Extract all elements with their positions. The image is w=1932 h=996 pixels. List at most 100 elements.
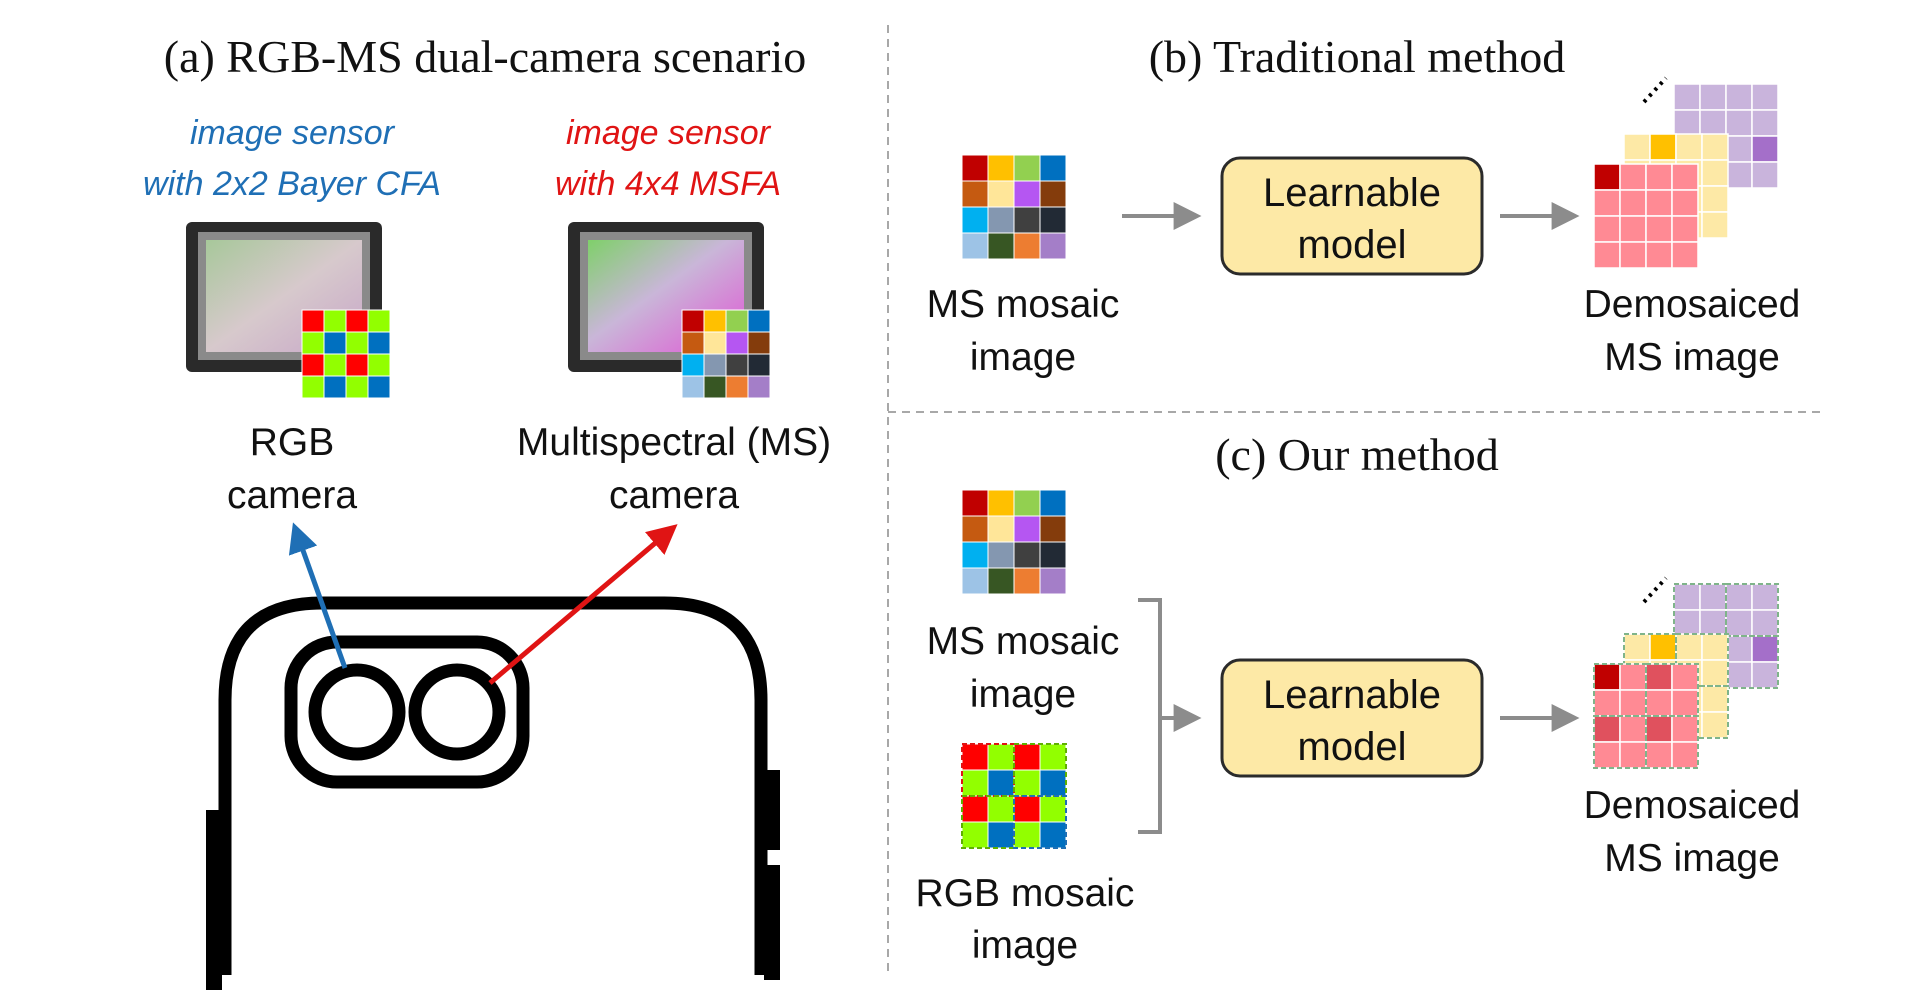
msfa-cell — [961, 541, 989, 569]
band-pixel — [1751, 109, 1779, 137]
band-pixel — [1701, 133, 1729, 161]
demosaiced-ms-stack — [1593, 76, 1779, 269]
msfa-cell — [961, 567, 989, 595]
band-pixel — [1725, 583, 1753, 611]
model-label-line1: Learnable — [1263, 673, 1441, 717]
rgb-sensor-label-line2: with 2x2 Bayer CFA — [143, 165, 441, 203]
band-pixel — [1725, 661, 1753, 689]
band-pixel — [1619, 241, 1647, 269]
msfa-cell — [987, 541, 1015, 569]
msfa-cell — [725, 331, 749, 355]
band-pixel — [1671, 689, 1699, 717]
ms-mosaic-label-line2: image — [970, 673, 1076, 716]
bayer-cell — [987, 769, 1015, 797]
band-pixel — [1619, 663, 1647, 691]
rgb-sensor-label-line1: image sensor — [190, 114, 396, 152]
msfa-cell — [747, 353, 771, 377]
band-pixel — [1593, 163, 1621, 191]
band-pixel — [1675, 133, 1703, 161]
band-pixel — [1699, 583, 1727, 611]
band-pixel — [1751, 83, 1779, 111]
msfa-cell — [1013, 541, 1041, 569]
band-pixel — [1673, 109, 1701, 137]
msfa-cell — [747, 309, 771, 333]
ms-camera-label-line2: camera — [609, 474, 739, 517]
msfa-cell — [961, 232, 989, 260]
band-pixel — [1593, 215, 1621, 243]
bayer-cell — [1039, 769, 1067, 797]
bayer-cell — [1039, 821, 1067, 849]
bayer-cfa-pattern — [301, 309, 391, 399]
band-pixel — [1619, 163, 1647, 191]
band-pixel — [1645, 241, 1673, 269]
band-pixel — [1645, 689, 1673, 717]
bayer-cell — [961, 769, 989, 797]
bayer-cell — [961, 821, 989, 849]
band-pixel — [1671, 189, 1699, 217]
phone-side-button-right-bottom — [764, 865, 780, 980]
rgb-camera-label-line2: camera — [227, 474, 357, 517]
bayer-cell — [323, 353, 347, 377]
msfa-cell — [1013, 154, 1041, 182]
msfa-cell — [681, 375, 705, 399]
band-pixel — [1725, 609, 1753, 637]
bayer-cell — [1013, 743, 1041, 771]
demosaiced-label-line2: MS image — [1604, 336, 1780, 379]
bayer-cell — [367, 375, 391, 399]
ms-mosaic-label-line1: MS mosaic — [927, 620, 1120, 663]
rgb-camera-label-line1: RGB — [250, 421, 335, 464]
band-pixel — [1725, 161, 1753, 189]
band-pixel — [1751, 635, 1779, 663]
bayer-cell — [301, 331, 325, 355]
msfa-cell — [681, 309, 705, 333]
bayer-cell — [1039, 795, 1067, 823]
msfa-cell — [703, 375, 727, 399]
band-pixel — [1645, 189, 1673, 217]
band-pixel — [1671, 741, 1699, 769]
msfa-cell — [1013, 180, 1041, 208]
bayer-cell — [987, 821, 1015, 849]
msfa-pattern — [681, 309, 771, 399]
msfa-cell — [961, 515, 989, 543]
band-pixel — [1593, 241, 1621, 269]
msfa-cell — [1013, 567, 1041, 595]
band-pixel — [1751, 161, 1779, 189]
bayer-cell — [323, 309, 347, 333]
msfa-cell — [703, 309, 727, 333]
band-pixel — [1725, 109, 1753, 137]
ms-sensor-label-line2: with 4x4 MSFA — [555, 165, 781, 203]
ms-image-sensor-icon — [568, 222, 771, 399]
ms-mosaic-input — [961, 154, 1067, 260]
demosaiced-ms-stack — [1593, 576, 1779, 769]
model-label-line2: model — [1298, 725, 1407, 769]
band-pixel — [1701, 159, 1729, 187]
band-block-outline — [1675, 685, 1729, 739]
band-pixel — [1671, 715, 1699, 743]
band-pixel — [1671, 215, 1699, 243]
msfa-cell — [961, 206, 989, 234]
band-pixel — [1699, 109, 1727, 137]
band-pixel — [1623, 133, 1651, 161]
msfa-cell — [747, 331, 771, 355]
msfa-cell — [987, 567, 1015, 595]
msfa-cell — [1039, 206, 1067, 234]
band-pixel — [1725, 635, 1753, 663]
bayer-cell — [323, 375, 347, 399]
band-pixel — [1619, 715, 1647, 743]
band-pixel — [1593, 663, 1621, 691]
bayer-cell — [345, 353, 369, 377]
band-pixel — [1593, 689, 1621, 717]
msfa-cell — [725, 353, 749, 377]
band-pixel — [1619, 215, 1647, 243]
model-label-line1: Learnable — [1263, 171, 1441, 215]
demosaiced-label-line1: Demosaiced — [1584, 784, 1801, 827]
bayer-cell — [1013, 821, 1041, 849]
band-pixel — [1673, 583, 1701, 611]
msfa-cell — [1039, 515, 1067, 543]
band-pixel — [1751, 661, 1779, 689]
band-pixel — [1645, 163, 1673, 191]
band-pixel — [1673, 83, 1701, 111]
phone-side-button-left — [206, 810, 222, 990]
bayer-cell — [367, 309, 391, 333]
band-pixel — [1751, 583, 1779, 611]
